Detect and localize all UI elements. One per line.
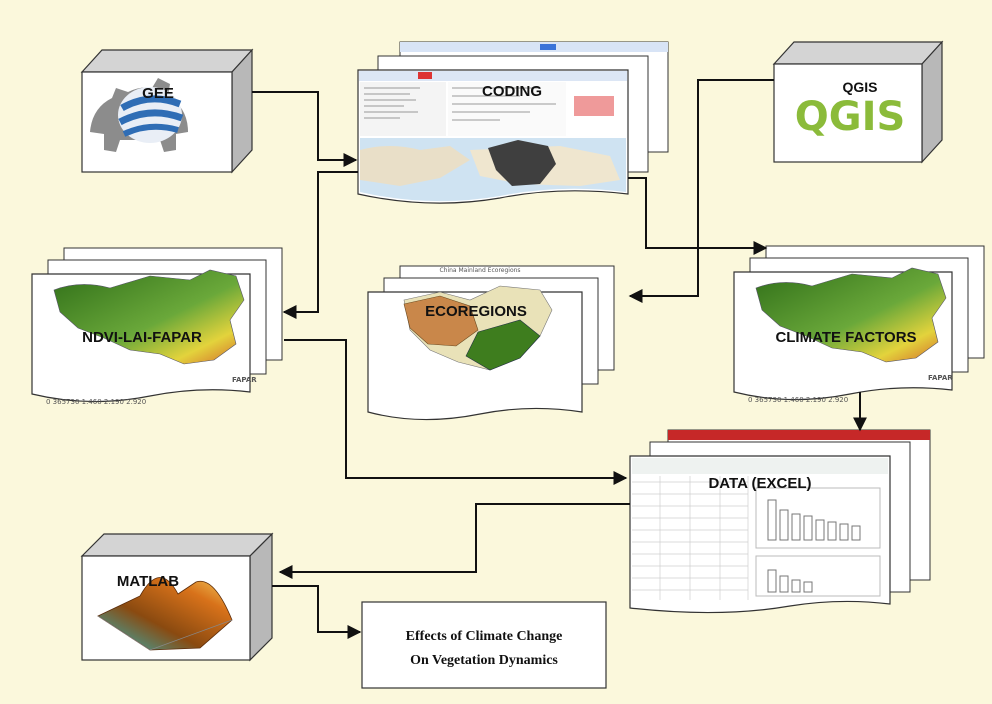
gee-node: GEE bbox=[80, 48, 254, 174]
ecoregions-node: China Mainland Ecoregions ECOREGIONS bbox=[367, 265, 615, 421]
excel-label: DATA (EXCEL) bbox=[708, 475, 811, 492]
arrow-ndvi-to-excel bbox=[284, 339, 628, 485]
climate-legend-name: FAPAR bbox=[928, 374, 953, 382]
arrow-gee-to-coding bbox=[252, 91, 358, 167]
ndvi-label: NDVI-LAI-FAPAR bbox=[82, 329, 202, 346]
matlab-surface-plot-icon bbox=[97, 577, 233, 651]
arrow-qgis-to-ecoregions bbox=[628, 79, 774, 303]
arrow-coding-to-ndvi bbox=[282, 171, 358, 319]
result-node: Effects of Climate Change On Vegetation … bbox=[361, 601, 607, 689]
climate-node: 0 365730 1.460 2.190 2.920 FAPAR CLIMATE… bbox=[733, 245, 985, 404]
ndvi-node: 0 365730 1.460 2.190 2.920 FAPAR NDVI-LA… bbox=[31, 247, 283, 406]
gee-label: GEE bbox=[142, 85, 174, 102]
matlab-node: MATLAB bbox=[80, 532, 274, 662]
qgis-logo-icon: QGIS bbox=[795, 94, 906, 140]
climate-label: CLIMATE FACTORS bbox=[775, 329, 916, 346]
coding-node: CODING bbox=[357, 41, 669, 204]
ndvi-legend-name: FAPAR bbox=[232, 376, 257, 384]
result-line-2: On Vegetation Dynamics bbox=[410, 653, 558, 668]
spreadsheet-image bbox=[632, 458, 888, 600]
result-line-1: Effects of Climate Change bbox=[406, 629, 563, 644]
connectors bbox=[252, 79, 867, 639]
code-editor-screenshot bbox=[360, 82, 626, 136]
qgis-label: QGIS bbox=[842, 79, 877, 95]
ecoregions-map-image bbox=[403, 285, 553, 371]
ndvi-map-image bbox=[53, 269, 245, 365]
excel-node: DATA (EXCEL) bbox=[629, 429, 931, 614]
ecoregions-map-title: China Mainland Ecoregions bbox=[439, 267, 520, 274]
world-map-thumbnail bbox=[360, 138, 626, 202]
gee-logo-icon bbox=[90, 78, 188, 152]
ecoregions-label: ECOREGIONS bbox=[425, 303, 527, 320]
arrow-coding-to-climate bbox=[628, 177, 768, 255]
ndvi-legend-values: 0 365730 1.460 2.190 2.920 bbox=[46, 398, 146, 406]
arrow-matlab-to-result bbox=[272, 585, 362, 639]
matlab-label: MATLAB bbox=[117, 573, 179, 590]
coding-label: CODING bbox=[482, 83, 542, 100]
climate-legend-values: 0 365730 1.460 2.190 2.920 bbox=[748, 396, 848, 404]
qgis-node: QGIS QGIS bbox=[772, 40, 944, 164]
arrow-excel-to-matlab bbox=[278, 503, 630, 579]
climate-map-image bbox=[755, 267, 947, 363]
